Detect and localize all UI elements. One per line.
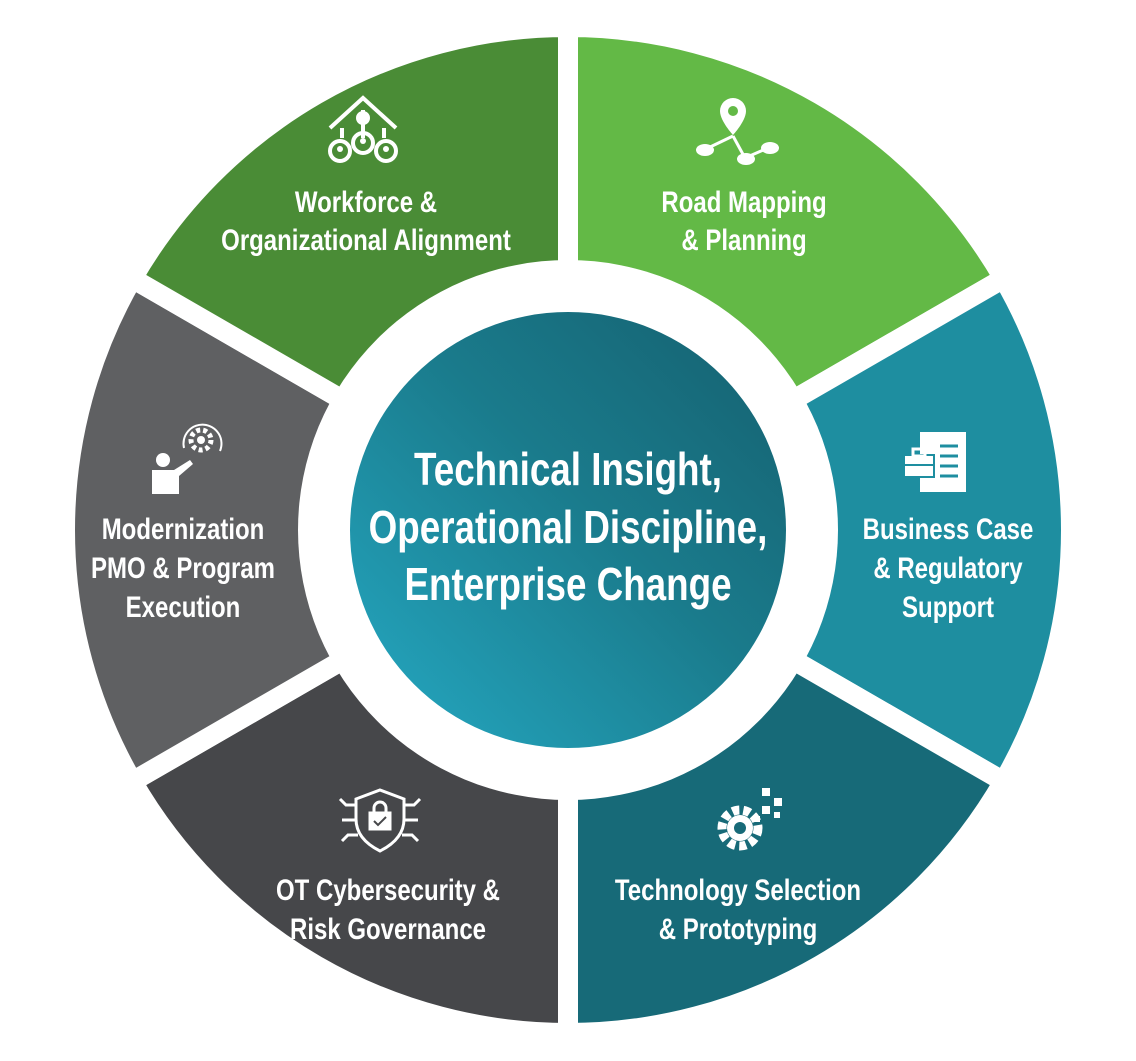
segment-label: Support [902,589,994,623]
segment-ot-cybersecurity: OT Cybersecurity & Risk Governance [276,788,500,946]
segment-label: Road Mapping [661,184,826,218]
segment-label: Organizational Alignment [221,222,511,256]
segment-road-mapping: Road Mapping & Planning [661,98,827,257]
segment-modernization-pmo: Modernization PMO & Program Execution [91,423,275,624]
segment-label: PMO & Program [91,550,275,584]
org-hierarchy-icon [328,95,398,163]
segment-label: & Regulatory [873,550,1022,584]
segment-label: Business Case [863,511,1034,545]
segment-label: Workforce & [295,184,437,218]
segment-label: Execution [126,589,241,623]
center-hub [350,312,786,748]
segment-technology-selection: Technology Selection & Prototyping [615,788,861,946]
segment-business-case: Business Case & Regulatory Support [863,432,1034,624]
center-line-3: Enterprise Change [404,558,731,610]
center-title: Technical Insight, Operational Disciplin… [369,443,768,610]
segment-label: OT Cybersecurity & [276,872,500,906]
segment-label: Technology Selection [615,872,861,906]
briefcase-document-icon [903,432,966,492]
shield-lock-circuit-icon [338,788,422,853]
center-line-1: Technical Insight, [414,443,722,495]
segment-label: & Prototyping [659,911,818,945]
segment-label: & Planning [681,222,806,256]
segment-label: Modernization [102,511,265,545]
segment-label: Risk Governance [290,911,486,945]
center-line-2: Operational Discipline, [369,501,768,553]
segment-workforce-alignment: Workforce & Organizational Alignment [221,95,511,257]
gear-pixels-icon [717,788,782,851]
presenter-gear-icon [152,423,223,494]
map-pin-network-icon [696,98,779,165]
